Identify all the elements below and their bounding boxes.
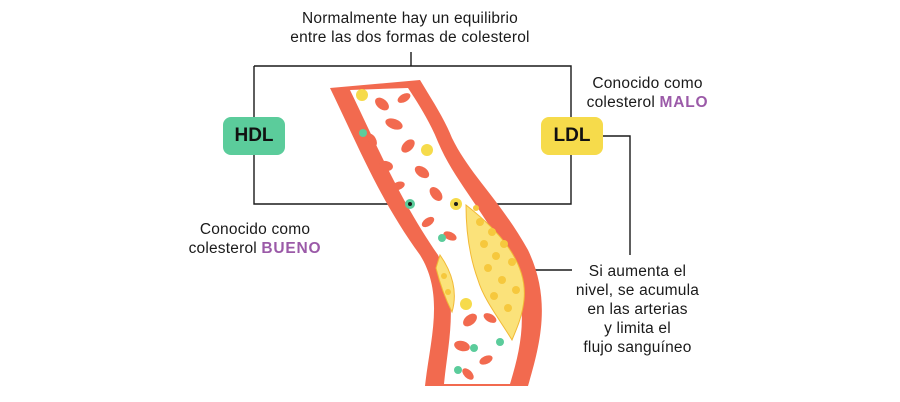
buildup-note-line-1: Si aumenta el xyxy=(588,263,687,280)
ldl-anchor-dot xyxy=(454,202,458,206)
hdl-badge: HDL xyxy=(223,117,285,155)
ldl-note-line-2: colesterol MALO xyxy=(565,93,730,112)
hdl-note-prefix: colesterol xyxy=(188,240,262,257)
buildup-note-line-3: en las arterias xyxy=(587,301,688,318)
hdl-note-emphasis: BUENO xyxy=(261,240,322,257)
balance-note-line-1: Normalmente hay un equilibrio xyxy=(301,10,519,27)
ldl-badge-label: LDL xyxy=(553,125,591,146)
red-blood-cells xyxy=(367,93,497,380)
ldl-badge: LDL xyxy=(541,117,603,155)
hdl-anchor-dot xyxy=(408,202,412,206)
artery-lumen xyxy=(350,88,522,384)
balance-bracket-line xyxy=(253,52,572,205)
hdl-note: Conocido como colesterol BUENO xyxy=(175,220,335,258)
balance-note-line-2: entre las dos formas de colesterol xyxy=(290,29,530,46)
ldl-note-emphasis: MALO xyxy=(659,94,709,111)
plaque-globules xyxy=(441,205,520,312)
ldl-note-prefix: colesterol xyxy=(586,94,660,111)
hdl-particles xyxy=(359,129,504,374)
hdl-note-line-1: Conocido como xyxy=(199,221,311,238)
balance-note: Normalmente hay un equilibrio entre las … xyxy=(250,9,570,47)
hdl-badge-label: HDL xyxy=(234,125,274,146)
buildup-note-line-2: nivel, se acumula xyxy=(575,282,700,299)
hdl-note-line-2: colesterol BUENO xyxy=(175,239,335,258)
plaque-left xyxy=(435,253,455,314)
buildup-note-line-4: y limita el xyxy=(604,320,671,337)
ldl-note-line-1: Conocido como xyxy=(592,75,703,92)
ldl-note: Conocido como colesterol MALO xyxy=(565,74,730,112)
buildup-note-line-5: flujo sanguíneo xyxy=(583,339,692,356)
buildup-note: Si aumenta el nivel, se acumula en las a… xyxy=(560,262,715,357)
